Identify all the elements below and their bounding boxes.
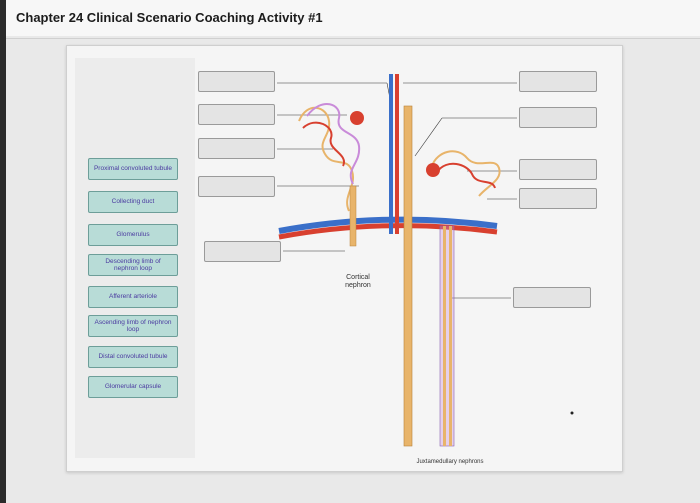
label-chip-distal-convoluted-tubule[interactable]: Distal convoluted tubule — [88, 346, 178, 368]
nephron-diagram — [277, 74, 574, 447]
page-title: Chapter 24 Clinical Scenario Coaching Ac… — [16, 10, 323, 25]
drop-zone-2[interactable] — [198, 104, 275, 125]
label-bank: Proximal convoluted tubule Collecting du… — [75, 58, 195, 458]
label-chip-proximal-convoluted-tubule[interactable]: Proximal convoluted tubule — [88, 158, 178, 180]
activity-panel: Proximal convoluted tubule Collecting du… — [66, 45, 623, 472]
juxtamedullary-label: Juxtamedullary nephrons — [416, 459, 484, 465]
drop-zone-1[interactable] — [198, 71, 275, 92]
title-bar: Chapter 24 Clinical Scenario Coaching Ac… — [6, 0, 700, 36]
label-chip-afferent-arteriole[interactable]: Afferent arteriole — [88, 286, 178, 308]
label-chip-ascending-limb[interactable]: Ascending limb of nephron loop — [88, 315, 178, 337]
drop-zone-7[interactable] — [519, 107, 597, 128]
cortical-nephron-label: Cortical nephron — [345, 274, 371, 289]
drop-zone-10[interactable] — [513, 287, 591, 308]
drop-zone-9[interactable] — [519, 188, 597, 209]
drop-zone-8[interactable] — [519, 159, 597, 180]
drop-zone-3[interactable] — [198, 138, 275, 159]
drop-zone-4[interactable] — [198, 176, 275, 197]
screenshot-area: Chapter 24 Clinical Scenario Coaching Ac… — [6, 0, 700, 503]
drop-zone-5[interactable] — [204, 241, 281, 262]
divider — [6, 38, 700, 39]
label-chip-collecting-duct[interactable]: Collecting duct — [88, 191, 178, 213]
drop-zone-6[interactable] — [519, 71, 597, 92]
label-chip-descending-limb[interactable]: Descending limb of nephron loop — [88, 254, 178, 276]
label-chip-glomerulus[interactable]: Glomerulus — [88, 224, 178, 246]
label-chip-glomerular-capsule[interactable]: Glomerular capsule — [88, 376, 178, 398]
